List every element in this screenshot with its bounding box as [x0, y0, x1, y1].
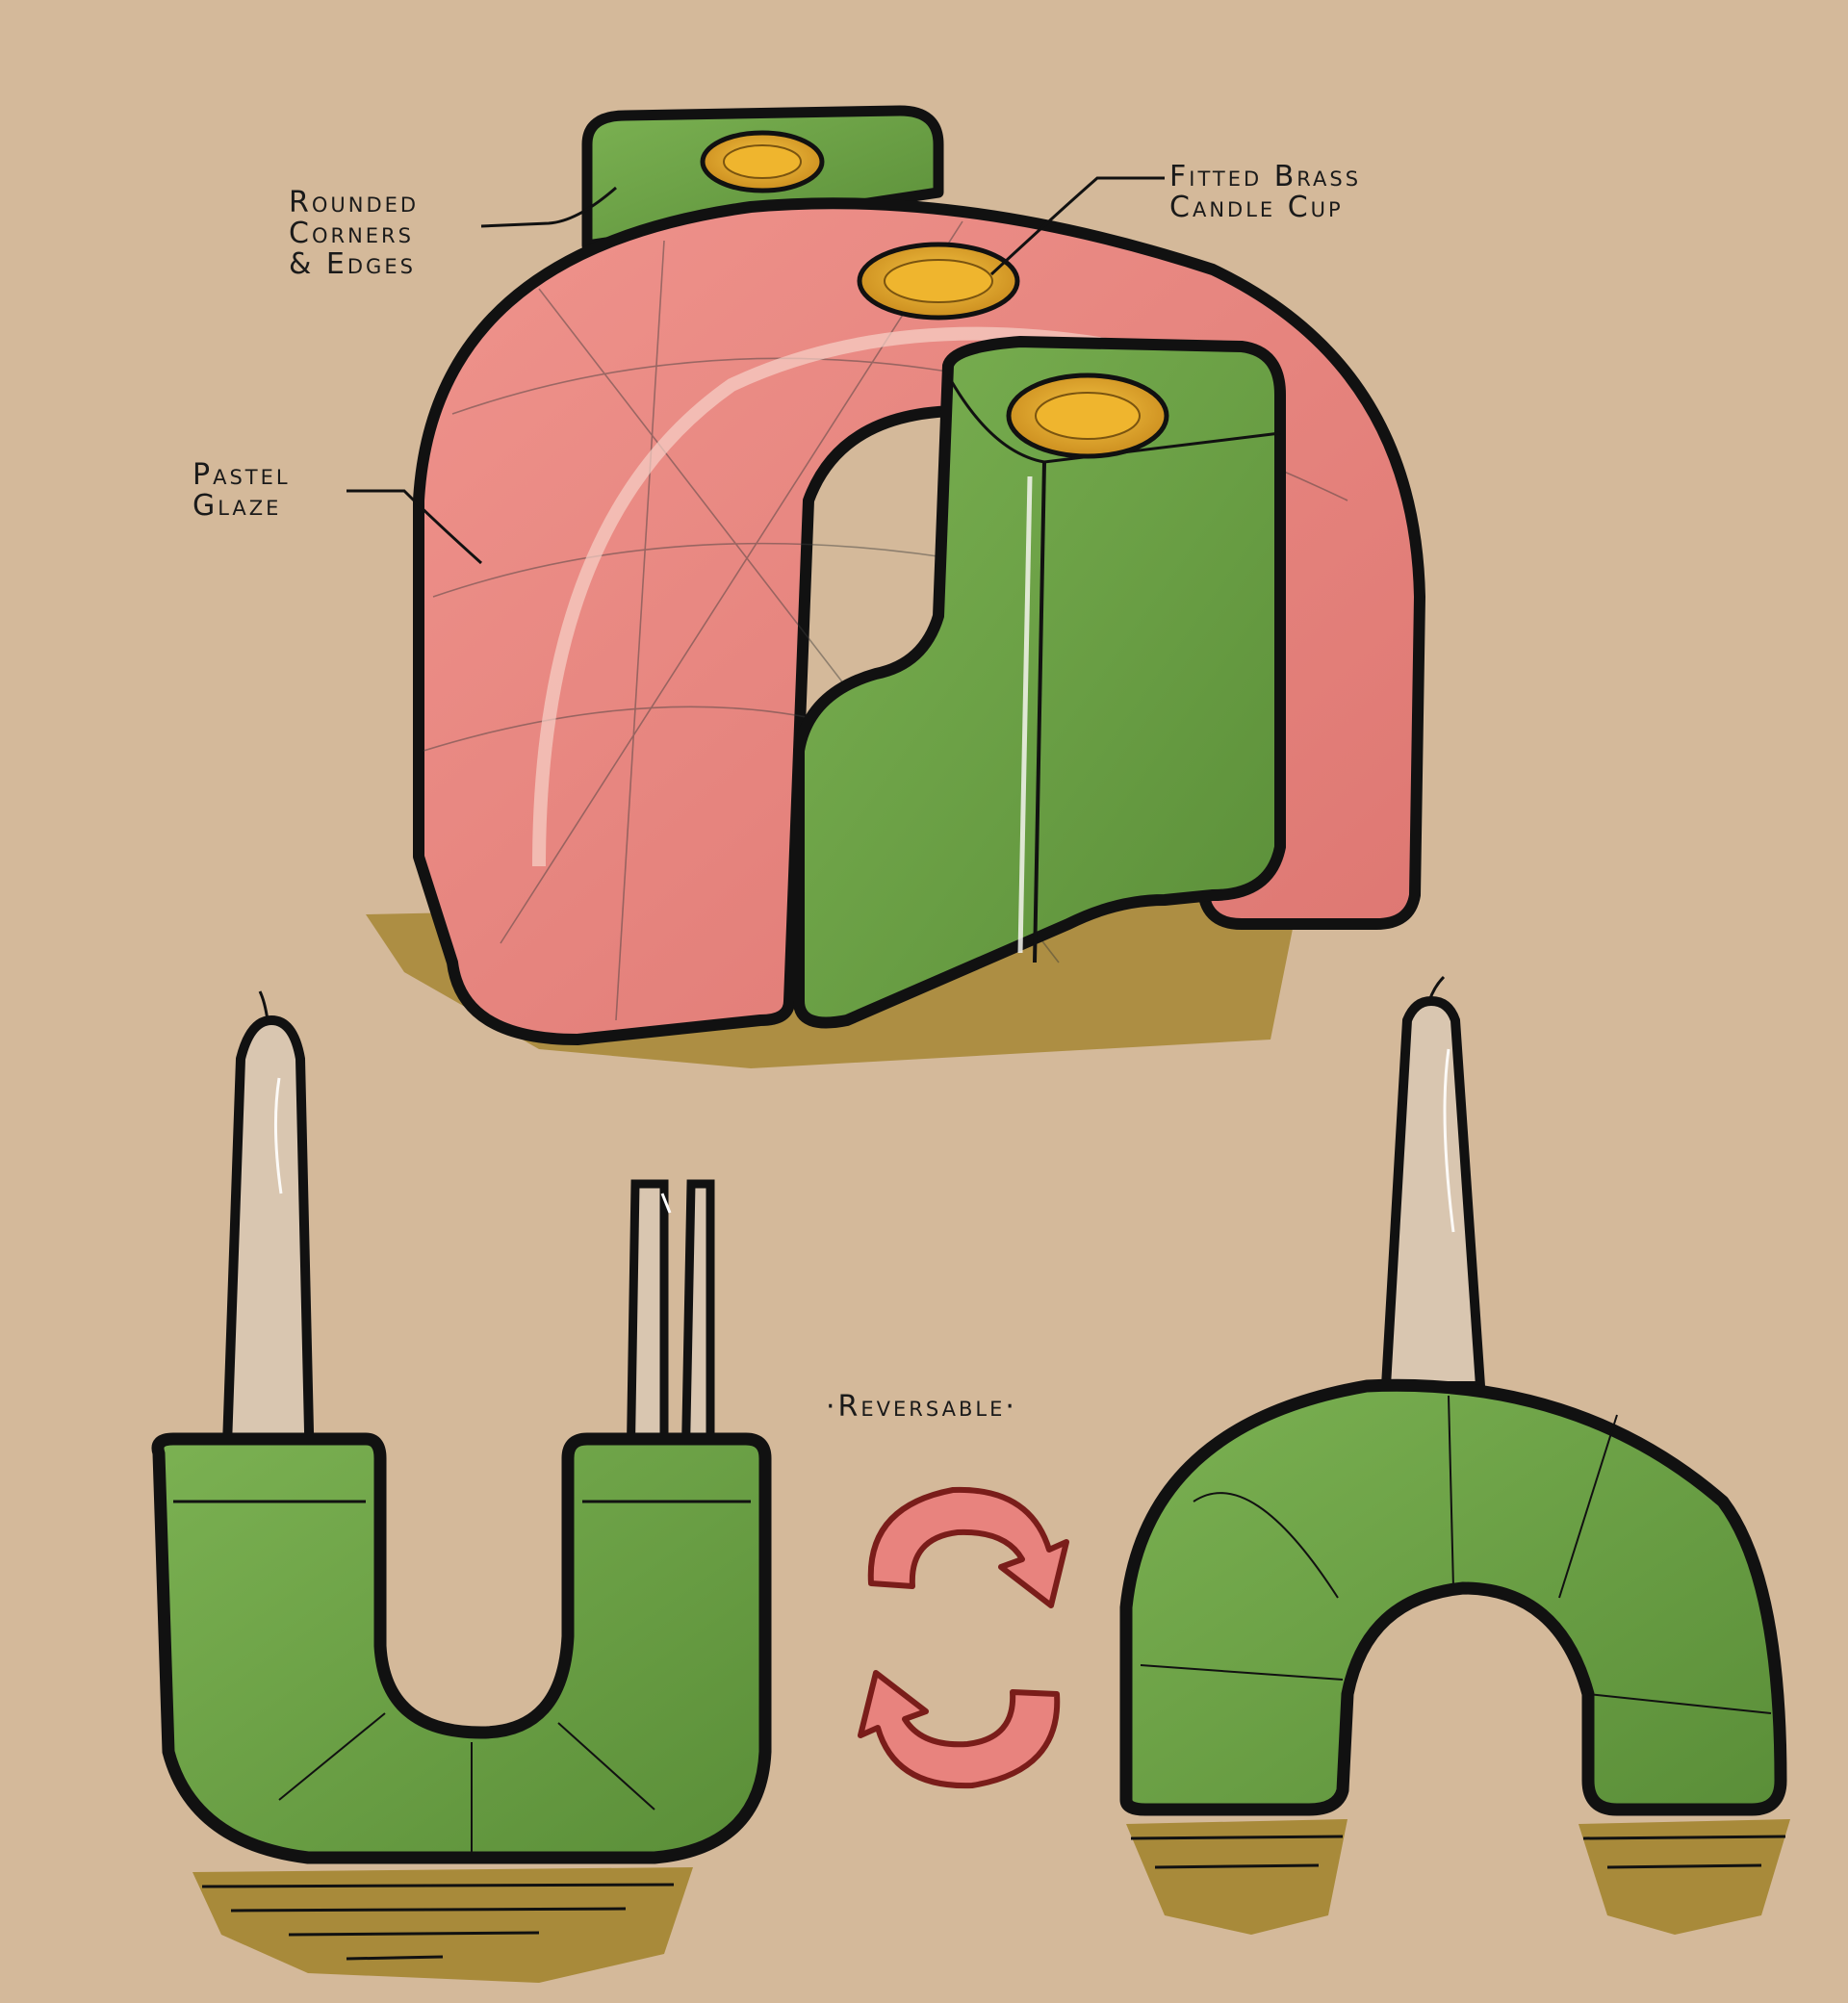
arch-body [1119, 1378, 1787, 1816]
candle-left-tall [221, 1015, 315, 1477]
arch-shadow-left [1126, 1819, 1348, 1935]
pastel-glaze-line-1: Pastel [192, 458, 291, 492]
u-body [151, 1432, 772, 1864]
brass-cup-note: Fitted Brass Candle Cup [1169, 162, 1361, 223]
holder-arch-orientation [1119, 975, 1790, 1935]
candle-right [1381, 996, 1485, 1391]
u-shadow [192, 1867, 693, 1983]
leader-pastel-glaze [346, 489, 483, 565]
reversable-note: ·Reversable· [826, 1392, 1017, 1423]
brass-cup-line-2: Candle Cup [1169, 191, 1344, 224]
brass-cup-line-1: Fitted Brass [1169, 160, 1362, 193]
pastel-glaze-line-2: Glaze [192, 489, 282, 523]
rounded-corners-note: Rounded Corners & Edges [289, 188, 419, 280]
leader-brass-cup [989, 176, 1165, 276]
rounded-corners-line-2: Corners [289, 217, 414, 250]
leader-rounded-corners [480, 186, 617, 228]
holder-u-orientation [151, 990, 772, 1983]
candle-left-short [626, 1179, 669, 1477]
pastel-glaze-note: Pastel Glaze [192, 460, 291, 522]
rounded-corners-line-3: & Edges [289, 247, 416, 281]
arch-shadow-right [1578, 1819, 1790, 1935]
reversable-label: ·Reversable· [826, 1390, 1017, 1424]
rounded-corners-line-1: Rounded [289, 186, 420, 219]
reverse-arrows-icon [858, 1486, 1069, 1789]
holder-3d-view [346, 105, 1425, 1068]
